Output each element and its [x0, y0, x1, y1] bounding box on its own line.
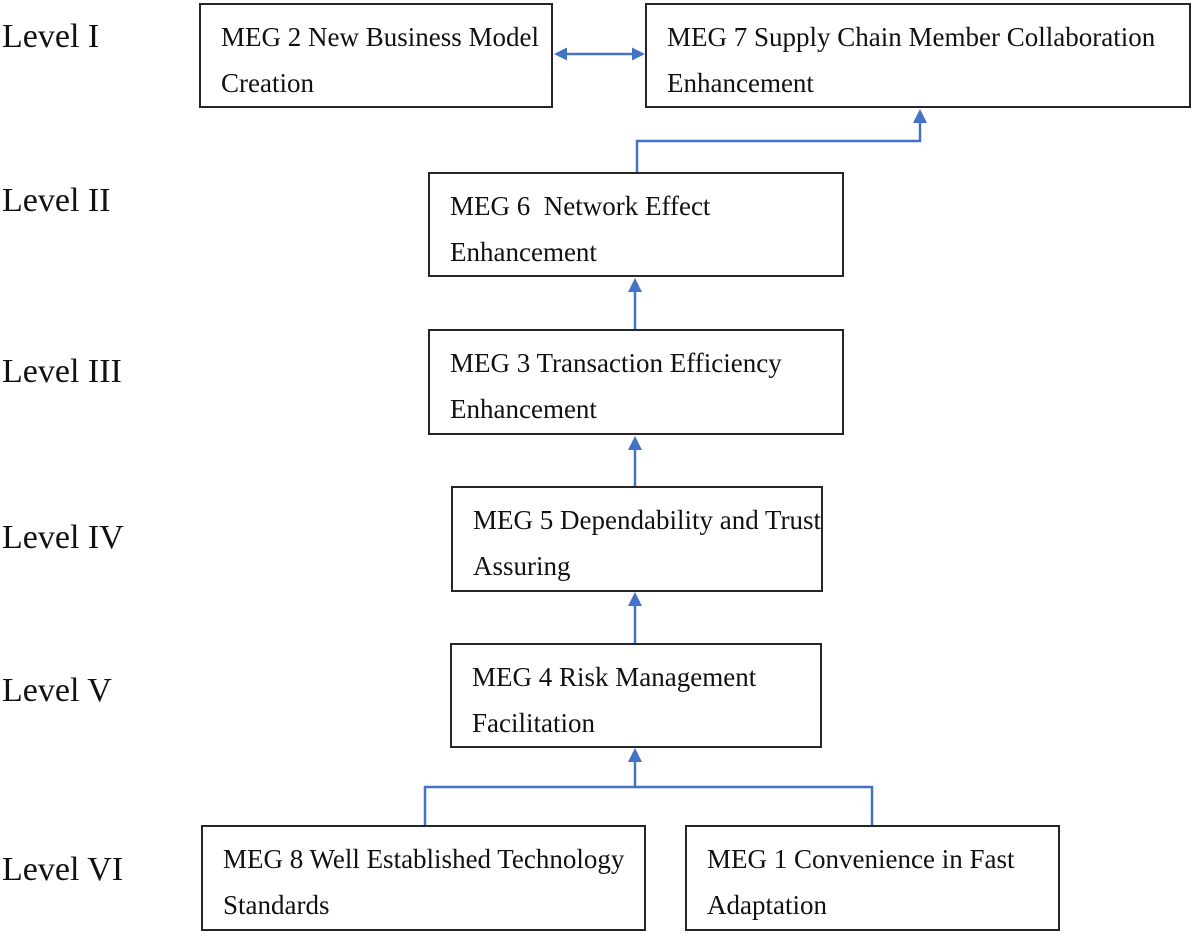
box-meg2-line1: MEG 2 New Business Model [221, 22, 539, 52]
box-meg6: MEG 6 Network Effect Enhancement [428, 172, 844, 277]
arrow-meg6-to-meg7 [635, 109, 927, 172]
box-meg7-line2: Enhancement [667, 68, 814, 98]
box-meg2: MEG 2 New Business Model Creation [199, 3, 553, 108]
box-meg2-line2: Creation [221, 68, 314, 98]
arrow-meg4-to-meg5 [628, 592, 642, 643]
box-meg8-line1: MEG 8 Well Established Technology [223, 844, 625, 874]
arrow-meg3-to-meg6 [628, 278, 642, 329]
box-meg3-line1: MEG 3 Transaction Efficiency [450, 348, 782, 378]
box-meg5-line1: MEG 5 Dependability and Trust [473, 505, 821, 535]
box-meg8-line2: Standards [223, 890, 330, 920]
box-meg3: MEG 3 Transaction Efficiency Enhancement [428, 329, 844, 435]
double-arrow-meg2-meg7 [554, 47, 645, 61]
box-meg5: MEG 5 Dependability and Trust Assuring [451, 486, 823, 592]
box-meg4-line1: MEG 4 Risk Management [472, 662, 757, 692]
box-meg3-line2: Enhancement [450, 394, 597, 424]
box-meg1: MEG 1 Convenience in Fast Adaptation [685, 825, 1060, 931]
level-label-4: Level IV [2, 519, 124, 556]
connector-meg8-meg1-to-meg4 [423, 748, 874, 825]
box-meg1-line2: Adaptation [707, 890, 827, 920]
level-label-2: Level II [2, 182, 111, 219]
box-meg6-line1: MEG 6 Network Effect [450, 191, 711, 221]
box-meg7-line1: MEG 7 Supply Chain Member Collaboration [667, 22, 1156, 52]
box-meg4-line2: Facilitation [472, 708, 595, 738]
box-meg5-line2: Assuring [473, 551, 571, 581]
level-label-1: Level I [2, 18, 100, 55]
box-meg6-line2: Enhancement [450, 237, 597, 267]
arrow-meg5-to-meg3 [628, 436, 642, 486]
box-meg1-line1: MEG 1 Convenience in Fast [707, 844, 1015, 874]
level-label-3: Level III [2, 353, 122, 390]
level-label-5: Level V [2, 672, 112, 709]
box-meg4: MEG 4 Risk Management Facilitation [450, 643, 822, 748]
box-meg8: MEG 8 Well Established Technology Standa… [201, 825, 646, 931]
box-meg7: MEG 7 Supply Chain Member Collaboration … [645, 3, 1191, 108]
level-label-6: Level VI [2, 851, 124, 888]
